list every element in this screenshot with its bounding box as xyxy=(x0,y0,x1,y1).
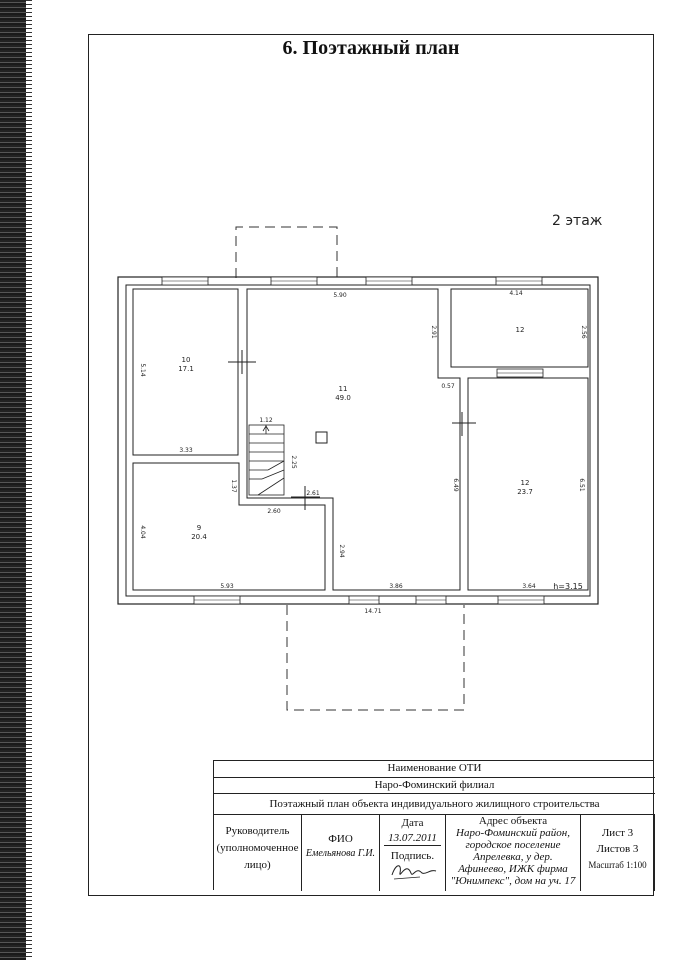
sheet-cell: Лист 3 Листов 3 Масштаб 1:100 xyxy=(581,815,655,891)
dim-label: 5.90 xyxy=(333,292,347,299)
dim-label: 6.49 xyxy=(452,478,459,492)
room-10-walls xyxy=(132,288,239,456)
date-value: 13.07.2011 xyxy=(384,831,441,846)
dim-label: 2.61 xyxy=(306,490,320,497)
dim-label: 14.71 xyxy=(364,608,381,615)
dim-label: 2.56 xyxy=(580,325,587,339)
fio-value: Емельянова Г.И. xyxy=(305,848,376,859)
date-cell: Дата 13.07.2011 Подпись. xyxy=(380,815,446,891)
page-frame xyxy=(88,34,654,896)
outer-wall-outer xyxy=(117,276,599,605)
address-cell: Адрес объекта Наро-Фоминский район, горо… xyxy=(446,815,581,891)
room-12b-walls xyxy=(467,377,589,591)
room-area: 49.0 xyxy=(335,394,351,402)
room-area: 17.1 xyxy=(178,365,194,373)
dim-label: 3.33 xyxy=(179,447,193,454)
dim-label: 5.14 xyxy=(139,363,146,377)
dim-label: 2.60 xyxy=(267,508,281,515)
role-cell: Руководитель (уполномоченное лицо) xyxy=(214,815,302,891)
room-number: 11 xyxy=(339,385,348,393)
windows xyxy=(161,276,545,605)
dim-label: 3.86 xyxy=(389,583,403,590)
scale: Масштаб 1:100 xyxy=(588,860,647,870)
chimney xyxy=(315,431,328,444)
room-11-walls xyxy=(246,288,461,591)
address-line: Апрелевка, у дер. xyxy=(473,851,553,863)
doors xyxy=(228,350,476,510)
page-title: 6. Поэтажный план xyxy=(282,37,460,59)
room-number: 9 xyxy=(197,524,201,532)
room-12-walls xyxy=(450,288,589,368)
room-9-walls xyxy=(132,462,326,591)
dim-label: 2.91 xyxy=(430,325,437,339)
staircase xyxy=(248,424,285,496)
dim-label: 6.51 xyxy=(578,478,585,492)
room-area: 20.4 xyxy=(191,533,207,541)
dashed-bottom-terrace xyxy=(286,605,465,711)
floor-label: 2 этаж xyxy=(552,213,603,229)
stamp-header: Наименование ОТИ xyxy=(214,761,655,778)
sign-label: Подпись. xyxy=(390,850,435,862)
dashed-outlines xyxy=(235,226,465,711)
walls xyxy=(117,276,599,605)
role-line: (уполномоченное xyxy=(216,842,299,854)
dim-label: 3.64 xyxy=(522,583,536,590)
address-line: "Юнимпекс", дом на уч. 17 xyxy=(450,875,576,887)
role-line: Руководитель xyxy=(225,825,290,837)
address-line: Афинеево, ИЖК фирма xyxy=(458,863,568,875)
signature xyxy=(391,865,437,880)
dim-label: 4.04 xyxy=(139,525,146,539)
dim-label: 0.57 xyxy=(441,383,455,390)
stamp-branch: Наро-Фоминский филиал xyxy=(214,778,655,794)
address-label: Адрес объекта xyxy=(478,815,548,827)
dimension-labels: 5.90 4.14 5.14 2.91 2.56 0.57 1.12 2.25 … xyxy=(139,290,587,615)
fio-cell: ФИО Емельянова Г.И. xyxy=(302,815,380,891)
dim-label: 4.14 xyxy=(509,290,523,297)
dim-label: 2.25 xyxy=(290,455,297,469)
dim-label: 1.37 xyxy=(230,479,237,493)
room-area: 23.7 xyxy=(517,488,533,496)
stamp-plan-name: Поэтажный план объекта индивидуального ж… xyxy=(214,794,655,815)
role-line: лицо) xyxy=(244,859,271,871)
scan-binding-edge xyxy=(0,0,32,960)
fio-label: ФИО xyxy=(328,833,353,845)
title-block: Наименование ОТИ Наро-Фоминский филиал П… xyxy=(213,760,655,891)
dim-label: h=3.15 xyxy=(553,582,583,591)
sheet-number: Лист 3 xyxy=(601,827,634,839)
address-line: Наро-Фоминский район, xyxy=(456,827,570,839)
dashed-top-terrace xyxy=(235,226,338,278)
dim-label: 1.12 xyxy=(259,417,273,424)
address-line: городское поселение xyxy=(465,839,561,851)
date-label: Дата xyxy=(401,817,424,829)
sheet-count: Листов 3 xyxy=(596,843,639,855)
dim-label: 2.94 xyxy=(338,544,345,558)
dim-label: 5.93 xyxy=(220,583,234,590)
room-number: 12 xyxy=(521,479,530,487)
room-number: 10 xyxy=(182,356,191,364)
room-number: 12 xyxy=(516,326,525,334)
window-mullions xyxy=(162,280,544,601)
